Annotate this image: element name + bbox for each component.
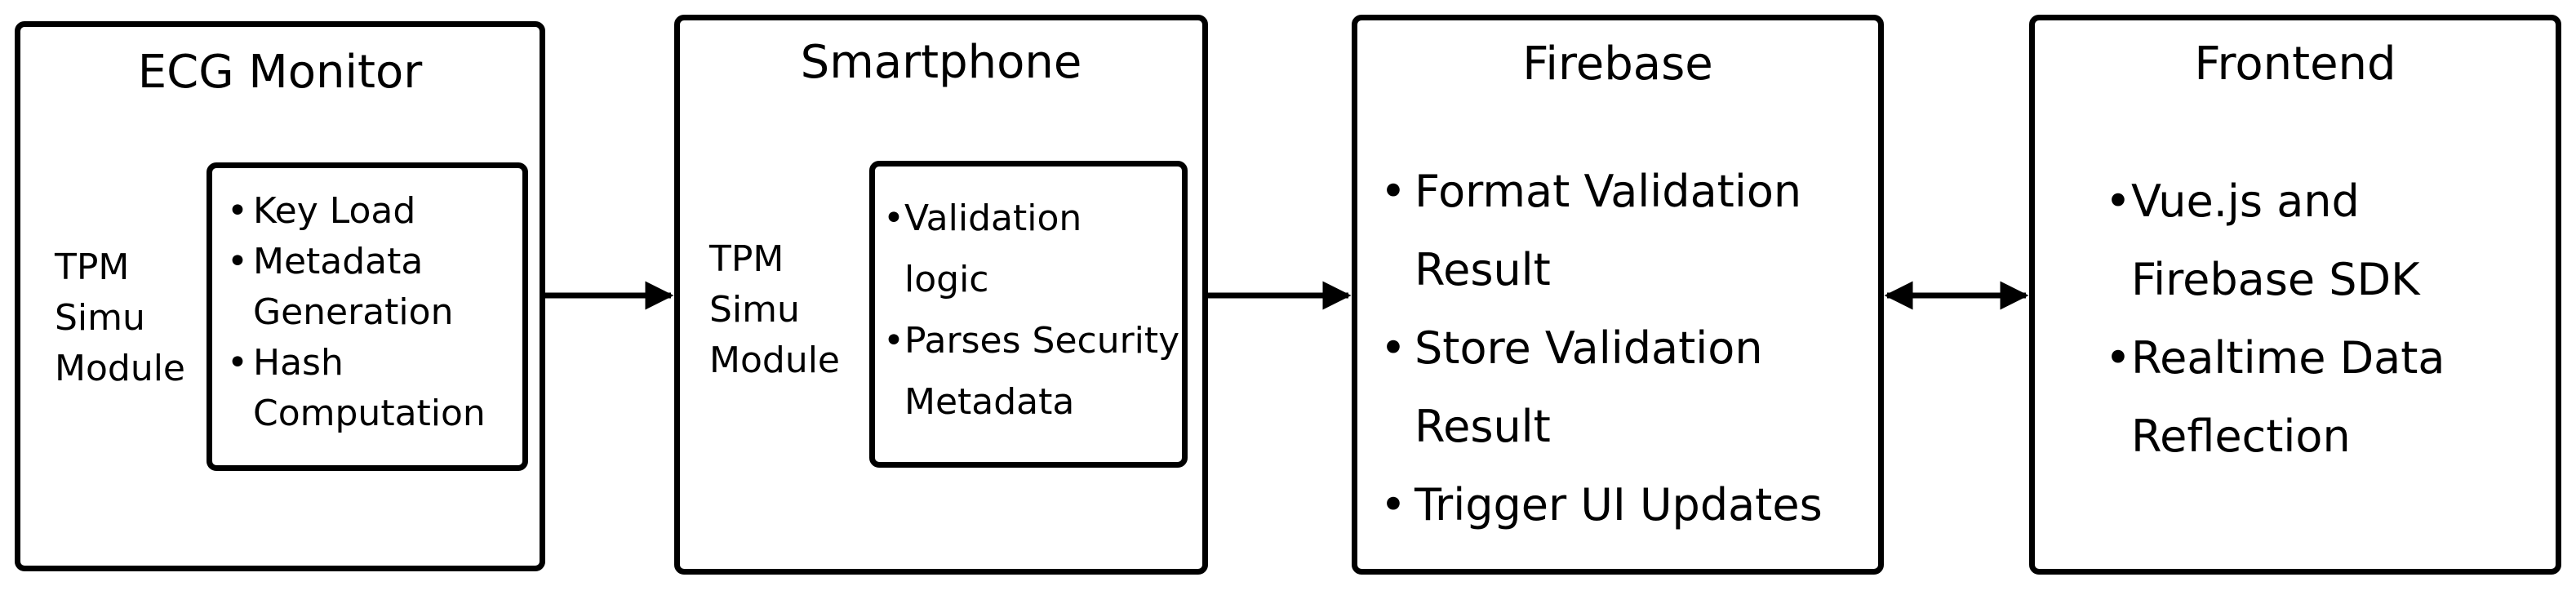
smartphone-tpm-module-label: TPM Simu Module	[709, 238, 840, 381]
smartphone-inner-box: • Validation logic • Parses Security Met…	[869, 161, 1188, 468]
list-item-store-validation-result: • Store Validation Result	[1380, 309, 1823, 466]
ecg-monitor-title: ECG Monitor	[137, 46, 423, 99]
smartphone-item-list: • Validation logic • Parses Security Met…	[883, 188, 1179, 433]
ecg-monitor-block: ECG Monitor TPM Simu Module • Key Load •…	[15, 21, 545, 571]
bullet-icon: •	[227, 241, 248, 282]
bullet-icon: •	[2105, 332, 2131, 384]
bullet-icon: •	[883, 320, 904, 362]
list-item-validation-logic: • Validation logic	[883, 188, 1179, 310]
bullet-icon: •	[1380, 479, 1406, 531]
list-item-trigger-ui-updates: • Trigger UI Updates	[1380, 466, 1823, 544]
bullet-icon: •	[883, 198, 904, 239]
bullet-icon: •	[227, 342, 248, 384]
list-item-realtime-data-reflection: • Realtime Data Reflection	[2105, 319, 2445, 476]
bullet-icon: •	[227, 190, 248, 232]
list-item-key-load: • Key Load	[227, 186, 486, 237]
list-item-vuejs-firebase-sdk: • Vue.js and Firebase SDK	[2105, 162, 2445, 319]
frontend-block: Frontend • Vue.js and Firebase SDK • Rea…	[2029, 15, 2561, 575]
list-item-hash-computation: • Hash Computation	[227, 338, 486, 439]
smartphone-title: Smartphone	[800, 36, 1082, 89]
frontend-item-list: • Vue.js and Firebase SDK • Realtime Dat…	[2105, 162, 2445, 476]
firebase-block: Firebase • Format Validation Result • St…	[1352, 15, 1884, 575]
ecg-item-list: • Key Load • Metadata Generation • Hash …	[227, 186, 486, 439]
bullet-icon: •	[1380, 166, 1406, 217]
ecg-tpm-module-label: TPM Simu Module	[55, 246, 185, 389]
list-item-format-validation-result: • Format Validation Result	[1380, 153, 1823, 309]
list-item-metadata-generation: • Metadata Generation	[227, 237, 486, 338]
firebase-item-list: • Format Validation Result • Store Valid…	[1380, 153, 1823, 544]
smartphone-block: Smartphone TPM Simu Module • Validation …	[674, 15, 1208, 575]
frontend-title: Frontend	[2194, 38, 2396, 91]
bullet-icon: •	[1380, 322, 1406, 374]
list-item-parses-security-metadata: • Parses Security Metadata	[883, 310, 1179, 433]
bullet-icon: •	[2105, 175, 2131, 227]
firebase-title: Firebase	[1522, 38, 1713, 91]
ecg-inner-box: • Key Load • Metadata Generation • Hash …	[207, 162, 528, 471]
